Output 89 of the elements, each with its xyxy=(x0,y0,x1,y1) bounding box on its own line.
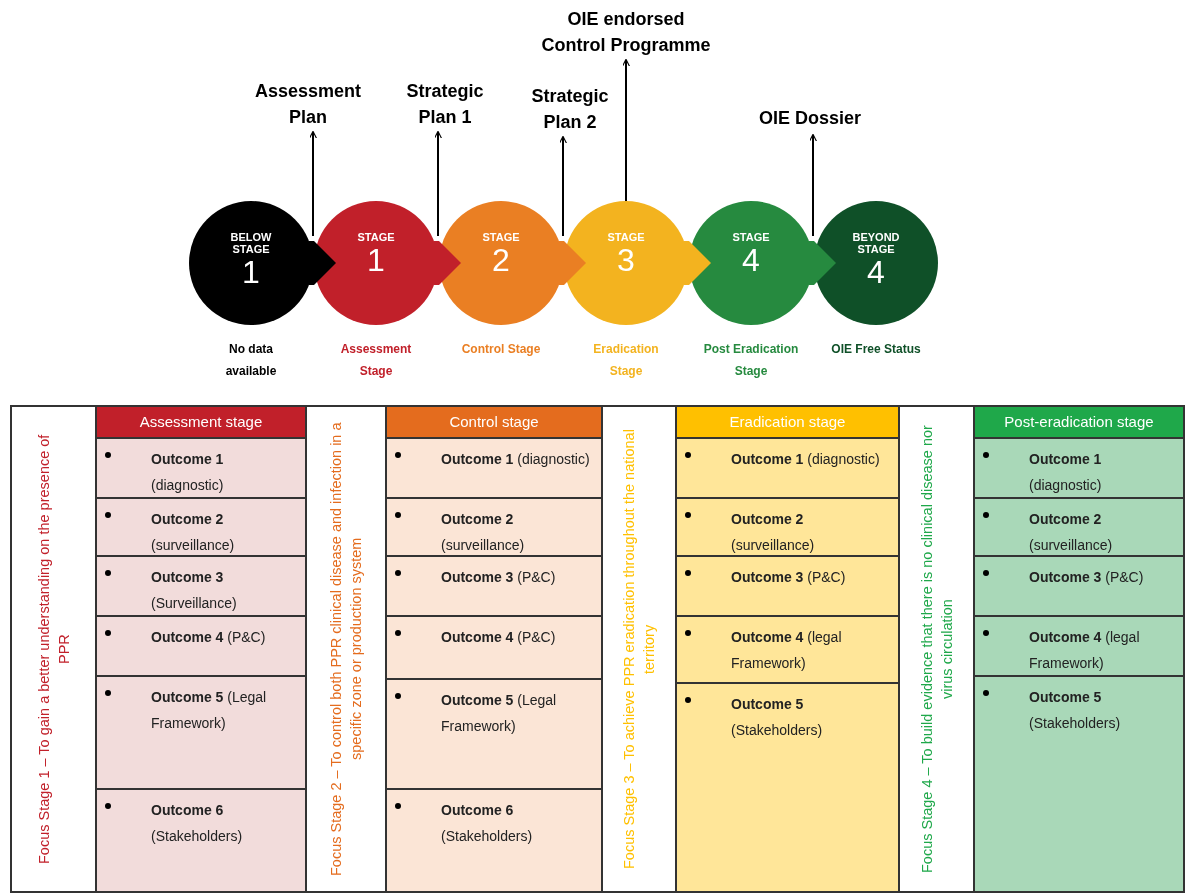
outcome-text: Outcome 2 (surveillance) xyxy=(1029,510,1114,555)
outcome-text: Outcome 1 (diagnostic) xyxy=(1029,450,1103,495)
stage-number: 1 xyxy=(367,243,385,277)
milestone-label: Strategic Plan 2 xyxy=(530,85,610,134)
outcome-cell xyxy=(97,677,305,790)
outcome-text: Outcome 5 (Legal Framework) xyxy=(151,688,268,733)
outcome-text: Outcome 5 (Stakeholders) xyxy=(1029,688,1122,733)
focus-statement: Focus Stage 2 – To control both PPR clinical disease and infection in a specific zone or production system xyxy=(327,421,365,878)
outcome-text: Outcome 4 (legal Framework) xyxy=(731,628,843,673)
outcome-cell xyxy=(387,499,601,557)
stage-column xyxy=(677,407,900,891)
outcome-cell xyxy=(975,617,1183,677)
focus-statement: Focus Stage 4 – To build evidence that there is no clinical disease nor virus circulation xyxy=(917,424,956,875)
outcome-text: Outcome 1 (diagnostic) xyxy=(151,450,225,495)
outcome-cell xyxy=(97,617,305,677)
outcome-cell xyxy=(975,677,1183,891)
focus-statement: Focus Stage 3 – To achieve PPR eradication throughout the national territory xyxy=(620,428,658,871)
outcome-cell xyxy=(677,617,898,684)
outcome-cell xyxy=(387,439,601,499)
stage-number: 1 xyxy=(242,255,260,289)
outcome-cell xyxy=(677,439,898,499)
arrow xyxy=(433,130,443,237)
stage-number: 3 xyxy=(617,243,635,277)
outcome-cell xyxy=(677,499,898,557)
stage-caption: Post Eradication Stage xyxy=(702,341,800,380)
stage-caption: OIE Free Status xyxy=(831,341,921,358)
outcome-cell xyxy=(975,557,1183,617)
chevron-arrow xyxy=(559,241,586,285)
column-header: Control stage xyxy=(387,407,601,439)
chevron-arrow xyxy=(434,241,461,285)
arrow xyxy=(808,133,818,237)
stage-tag: STAGE xyxy=(348,231,404,243)
stage-number: 4 xyxy=(867,255,885,289)
outcome-text: Outcome 3 (P&C) xyxy=(731,568,846,587)
stage-caption: Assessment Stage xyxy=(339,341,413,380)
chevron-arrow xyxy=(809,241,836,285)
outcome-text: Outcome 4 (legal Framework) xyxy=(1029,628,1141,673)
column-header: Eradication stage xyxy=(677,407,898,439)
arrow xyxy=(308,130,318,237)
stage-column xyxy=(97,407,307,891)
outcome-text: Outcome 1 (diagnostic) xyxy=(731,450,880,469)
outcome-cell xyxy=(975,499,1183,557)
outcome-cell xyxy=(387,557,601,617)
focus-statement: Focus Stage 1 – To gain a better understanding on the presence of PPR xyxy=(34,433,73,866)
column-header: Post-eradication stage xyxy=(975,407,1183,439)
stage-caption: Control Stage xyxy=(460,341,542,358)
stage-column xyxy=(975,407,1185,891)
outcome-text: Outcome 5 (Stakeholders) xyxy=(731,695,824,740)
outcome-cell xyxy=(677,557,898,617)
arrow xyxy=(621,58,631,202)
outcome-text: Outcome 4 (P&C) xyxy=(151,628,266,647)
chevron-arrow xyxy=(309,241,336,285)
outcome-cell xyxy=(387,680,601,790)
outcome-cell xyxy=(97,557,305,617)
outcome-text: Outcome 1 (diagnostic) xyxy=(441,450,590,469)
chevron-arrow xyxy=(684,241,711,285)
outcome-cell xyxy=(975,439,1183,499)
outcome-cell xyxy=(677,684,898,891)
outcome-cell xyxy=(97,790,305,891)
outcome-cell xyxy=(97,499,305,557)
outcome-text: Outcome 2 (surveillance) xyxy=(151,510,236,555)
outcome-text: Outcome 5 (Legal Framework) xyxy=(441,691,558,736)
stage-tag: STAGE xyxy=(473,231,529,243)
outcome-cell xyxy=(387,617,601,680)
stage-column xyxy=(387,407,603,891)
milestone-label: Strategic Plan 1 xyxy=(405,80,485,129)
stage-number: 2 xyxy=(492,243,510,277)
outcome-text: Outcome 3 (P&C) xyxy=(441,568,556,587)
outcome-text: Outcome 4 (P&C) xyxy=(441,628,556,647)
stage-number: 4 xyxy=(742,243,760,277)
outcome-text: Outcome 3 (P&C) xyxy=(1029,568,1144,587)
milestone-label: OIE endorsed Control Programme xyxy=(540,8,712,57)
stage-tag: STAGE xyxy=(598,231,654,243)
stage-tag: BELOW STAGE xyxy=(223,231,279,255)
outcome-text: Outcome 6 (Stakeholders) xyxy=(151,801,244,846)
stage-caption: No data available xyxy=(224,341,278,380)
column-header: Assessment stage xyxy=(97,407,305,439)
outcome-cell xyxy=(97,439,305,499)
outcome-text: Outcome 6 (Stakeholders) xyxy=(441,801,534,846)
outcome-text: Outcome 3 (Surveillance) xyxy=(151,568,238,613)
stage-caption: Eradication Stage xyxy=(592,341,660,380)
stage-tag: STAGE xyxy=(723,231,779,243)
milestone-label: Assessment Plan xyxy=(253,80,363,129)
stage-tag: BEYOND STAGE xyxy=(848,231,904,255)
outcome-text: Outcome 2 (surveillance) xyxy=(731,510,816,555)
arrow xyxy=(558,135,568,237)
outcome-text: Outcome 2 (surveillance) xyxy=(441,510,526,555)
milestone-label: OIE Dossier xyxy=(758,107,861,130)
outcome-cell xyxy=(387,790,601,891)
